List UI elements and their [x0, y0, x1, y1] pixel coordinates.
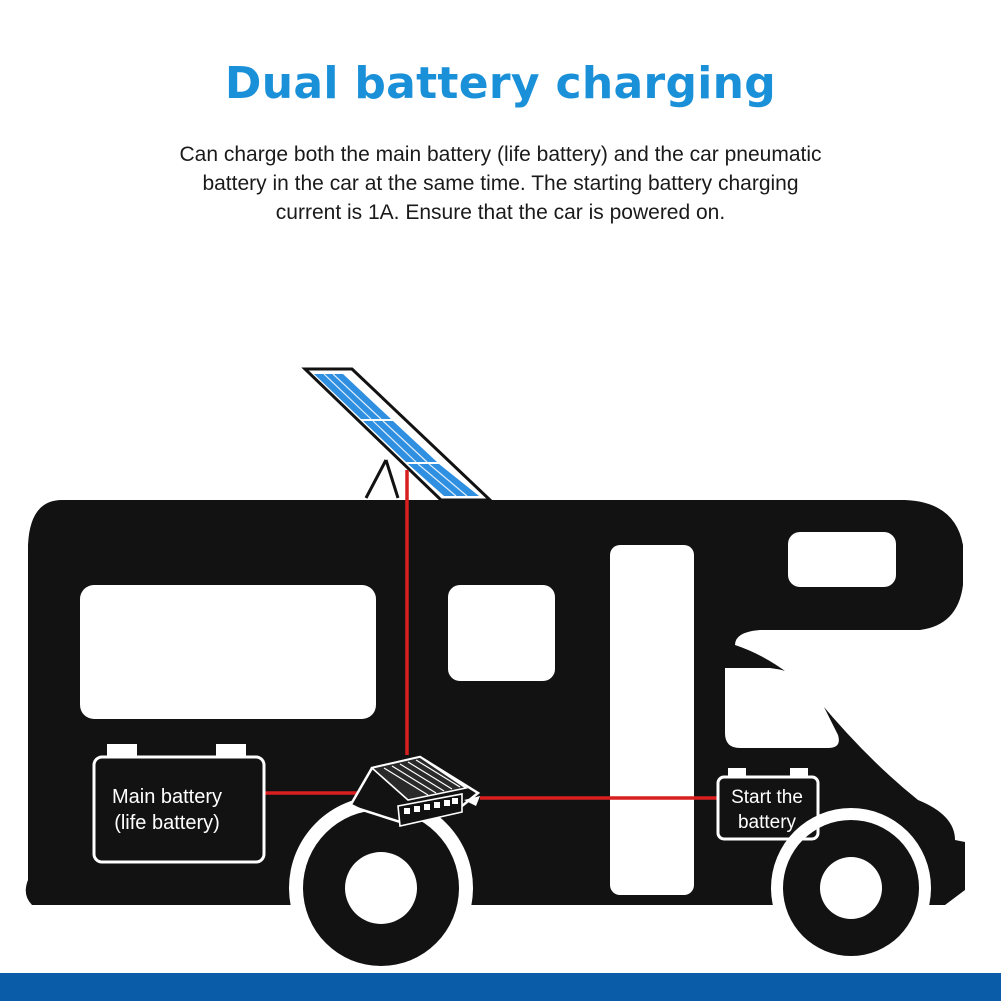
description-line-2: battery in the car at the same time. The… [202, 172, 799, 195]
description-line-3: current is 1A. Ensure that the car is po… [275, 201, 726, 224]
main-battery-label-line-1: Main battery [112, 786, 222, 808]
start-battery-label-line-1: Start the [731, 787, 803, 808]
rear-wheel [289, 796, 473, 980]
side-window-large [80, 585, 376, 719]
charger-icon [342, 755, 481, 827]
solar-cell-3 [408, 464, 479, 496]
description: Can charge both the main battery (life b… [100, 140, 901, 227]
description-line-1: Can charge both the main battery (life b… [179, 143, 822, 166]
entry-door [610, 545, 694, 895]
page-title: Dual battery charging [224, 58, 777, 109]
solar-panel-icon [301, 367, 494, 502]
wiring [264, 470, 718, 800]
solar-cell-1 [314, 374, 391, 419]
front-wheel [771, 808, 931, 968]
solar-cell-2 [363, 421, 437, 462]
cab-side-window [725, 668, 839, 748]
start-battery-label-line-2: battery [738, 812, 797, 833]
main-battery-label-line-2: (life battery) [114, 812, 220, 834]
cab-over-window [788, 532, 896, 587]
main-battery-icon: Main battery (life battery) [92, 744, 266, 864]
start-battery-icon: Start the battery [716, 768, 820, 841]
bottom-bar [0, 973, 1001, 1001]
solar-cell-lines [323, 373, 468, 497]
side-window-small [448, 585, 555, 681]
solar-panel-stand-left [364, 459, 388, 499]
solar-panel-stand-right [384, 459, 400, 499]
